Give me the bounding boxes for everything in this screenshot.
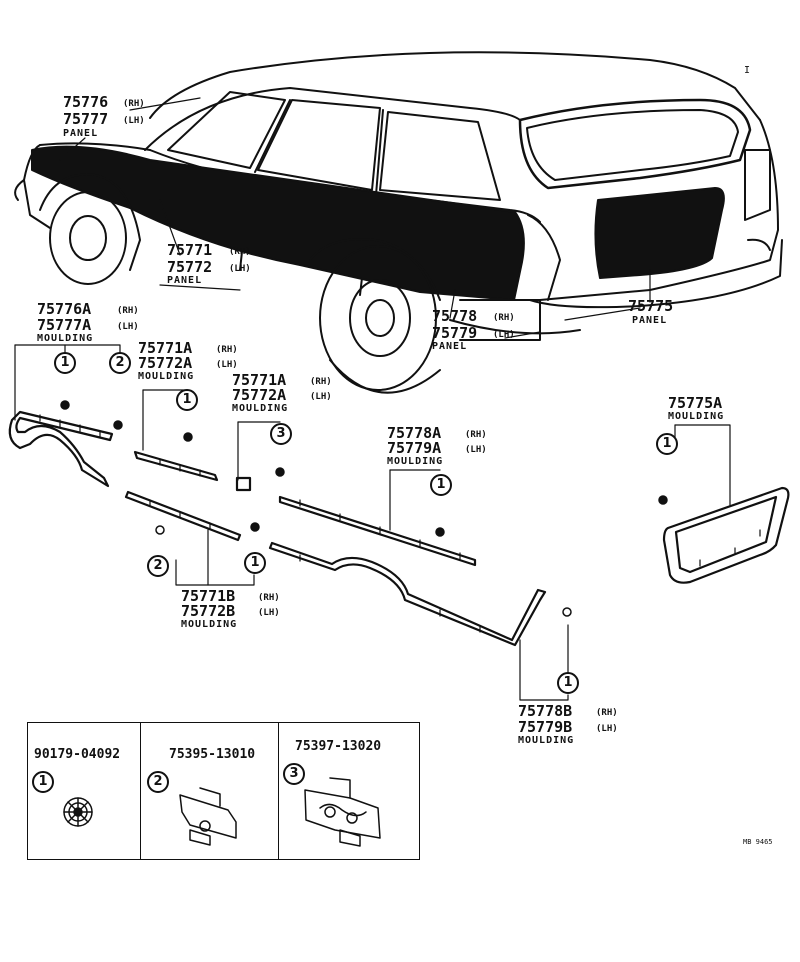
fastener-ref-1: 1 [557,672,579,694]
part-name: PANEL [167,275,203,286]
fastener-ref-1: 1 [176,389,198,411]
part-number: 75772 [167,258,213,276]
side-label: (RH) [465,430,487,440]
side-label: (RH) [310,377,332,387]
side-label: (LH) [258,608,280,618]
part-number: 75776A [37,300,92,318]
part-number: 75772A [232,386,287,404]
fastener-ref-1: 1 [54,352,76,374]
part-number: 75777A [37,316,92,334]
part-name: MOULDING [37,333,94,344]
fastener-ref-1: 1 [430,474,452,496]
side-label: (LH) [216,360,238,370]
fastener-part-number: 90179-04092 [34,747,121,762]
mouldings [8,410,790,647]
part-number: 75775A [668,394,723,412]
fastener-ref-2: 2 [109,352,131,374]
side-label: (LH) [465,445,487,455]
part-number: 75777 [63,110,109,128]
part-number: 75771A [232,371,287,389]
part-name: MOULDING [232,403,289,414]
fastener-ref-2: 2 [147,555,169,577]
part-number: 75772A [138,354,193,372]
station-wagon-body [14,51,783,394]
side-label: (LH) [493,330,515,340]
part-name: PANEL [632,315,668,326]
fastener-ref-2: 2 [147,771,169,793]
fastener-part-number: 75395-13010 [169,747,256,762]
fastener-table: 90179-04092 1 75395-13010 2 75397-13020 … [27,722,420,860]
part-number: 75776 [63,93,109,111]
fastener-ref-1: 1 [656,433,678,455]
part-name: MOULDING [181,619,238,630]
part-number: 75775 [628,297,674,315]
side-label: (RH) [117,306,139,316]
fastener-cell-3: 75397-13020 3 [279,723,419,859]
header-mark: I [744,65,751,76]
part-name: PANEL [63,128,99,139]
side-label: (LH) [123,116,145,126]
part-number: 75771 [167,241,213,259]
part-name: MOULDING [138,371,195,382]
fastener-ref-1: 1 [32,771,54,793]
fastener-ref-3: 3 [283,763,305,785]
fastener-cell-2: 75395-13010 2 [141,723,279,859]
part-name: MOULDING [668,411,725,422]
fastener-cell-1: 90179-04092 1 [28,723,141,859]
part-number: 75771B [181,587,236,605]
fastener-ref-1: 1 [244,552,266,574]
part-number: 75778A [387,424,442,442]
side-label: (RH) [258,593,280,603]
part-number: 75779 [432,324,478,342]
part-number: 75778 [432,307,478,325]
part-name: MOULDING [387,456,444,467]
side-label: (RH) [493,313,515,323]
side-label: (LH) [229,264,251,274]
part-number: 75779A [387,439,442,457]
part-name: PANEL [432,341,468,352]
side-label: (RH) [596,708,618,718]
catalog-ref: MB 9465 [743,838,773,846]
side-label: (LH) [310,392,332,402]
side-label: (RH) [216,345,238,355]
fastener-ref-3: 3 [270,423,292,445]
fastener-part-number: 75397-13020 [295,739,382,754]
side-label: (LH) [117,322,139,332]
part-number: 75779B [518,718,573,736]
part-number: 75778B [518,702,573,720]
part-number: 75771A [138,339,193,357]
side-label: (RH) [229,247,251,257]
side-label: (LH) [596,724,618,734]
side-label: (RH) [123,99,145,109]
part-number: 75772B [181,602,236,620]
part-name: MOULDING [518,735,575,746]
fastener-icons [63,777,381,847]
